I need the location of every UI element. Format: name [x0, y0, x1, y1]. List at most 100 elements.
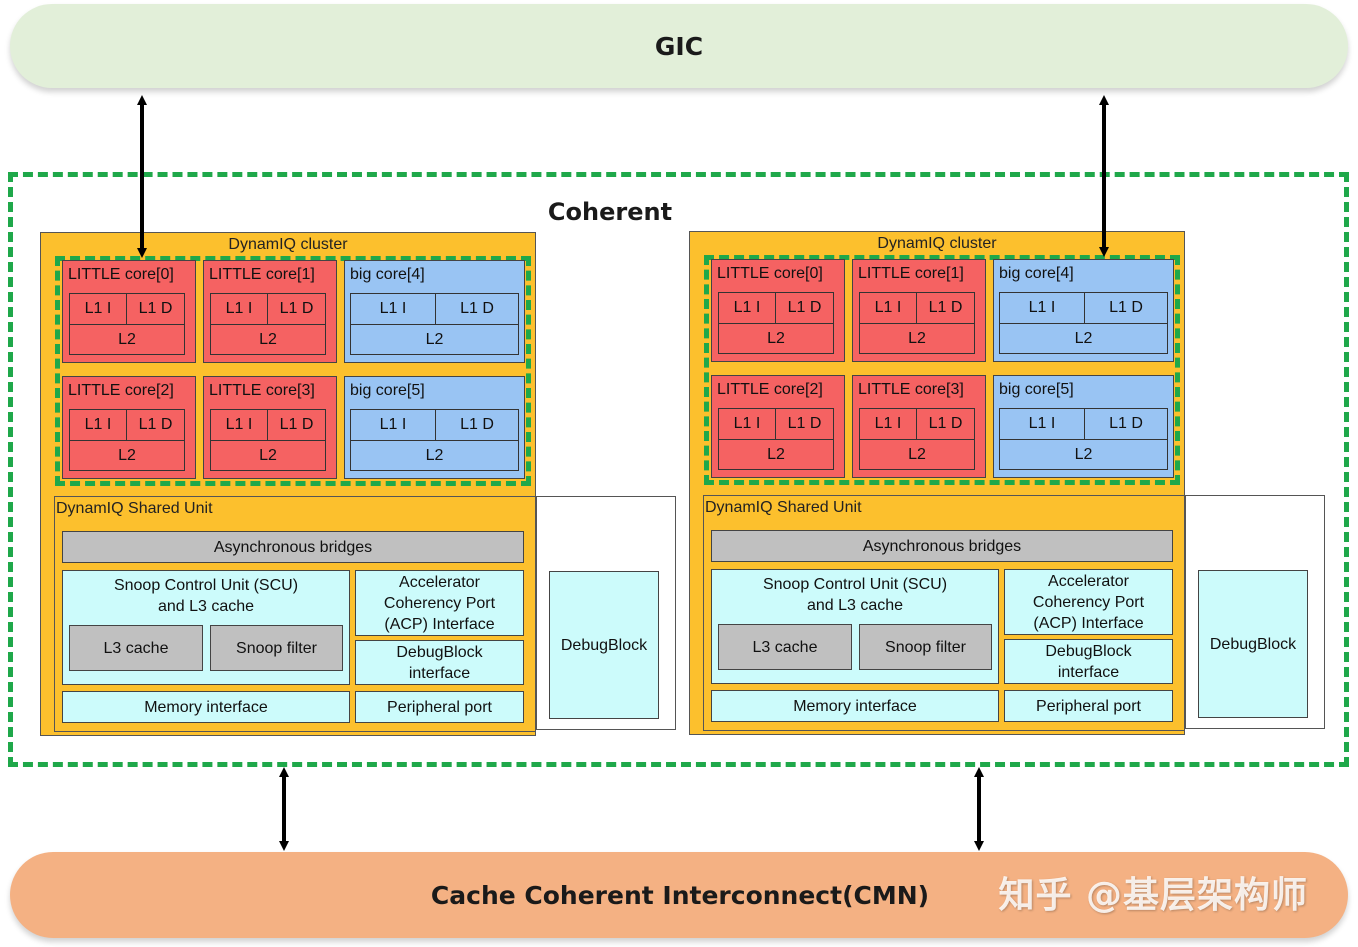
core-big-5: big core[5] L1 I L1 D L2: [993, 375, 1174, 478]
gic-bar: GIC: [10, 4, 1348, 88]
acp-line3: (ACP) Interface: [384, 615, 495, 633]
l1d-cache: L1 D: [775, 408, 834, 440]
l2-cache: L2: [210, 324, 326, 355]
gic-label: GIC: [654, 31, 704, 61]
scu-title-line1: Snoop Control Unit (SCU): [762, 576, 948, 593]
coherent-domain: [8, 172, 1349, 767]
l1i-cache: L1 I: [999, 292, 1085, 324]
core-big-5: big core[5] L1 I L1 D L2: [344, 376, 525, 479]
core-name: LITTLE core[2]: [68, 382, 174, 399]
dynamiq-cluster-0: DynamIQ cluster LITTLE core[0] L1 I L1 D…: [40, 232, 680, 740]
cmn-label: Cache Coherent Interconnect(CMN): [430, 880, 930, 910]
l2-cache: L2: [718, 323, 834, 354]
core-name: LITTLE core[0]: [717, 265, 823, 282]
l3-cache: L3 cache: [718, 624, 852, 670]
core-group: [704, 255, 1180, 485]
debug-block: DebugBlock: [1198, 570, 1308, 718]
debug-block: DebugBlock: [549, 571, 659, 719]
debug-if-line1: DebugBlock: [396, 643, 483, 661]
core-little-3: LITTLE core[3] L1 I L1 D L2: [852, 375, 986, 478]
core-name: big core[4]: [350, 266, 425, 283]
dynamiq-cluster-1: DynamIQ cluster LITTLE core[0] L1 I L1 D…: [689, 231, 1329, 739]
dsu-title: DynamIQ Shared Unit: [56, 500, 213, 517]
l1d-cache: L1 D: [435, 409, 519, 441]
l1i-cache: L1 I: [859, 408, 917, 440]
l1d-cache: L1 D: [1084, 292, 1168, 324]
core-name: LITTLE core[3]: [858, 381, 964, 398]
l1d-cache: L1 D: [916, 408, 975, 440]
core-name: LITTLE core[3]: [209, 382, 315, 399]
l1d-cache: L1 D: [267, 409, 326, 441]
l2-cache: L2: [999, 323, 1168, 354]
core-big-4: big core[4] L1 I L1 D L2: [344, 260, 525, 363]
l1d-cache: L1 D: [126, 409, 185, 441]
cmn-bar: Cache Coherent Interconnect(CMN) 知乎 @基层架…: [10, 852, 1348, 938]
cluster-title: DynamIQ cluster: [228, 236, 348, 253]
l1i-cache: L1 I: [999, 408, 1085, 440]
l2-cache: L2: [859, 323, 975, 354]
core-little-2: LITTLE core[2] L1 I L1 D L2: [711, 375, 845, 478]
core-little-2: LITTLE core[2] L1 I L1 D L2: [62, 376, 196, 479]
acp-interface: Accelerator Coherency Port (ACP) Interfa…: [355, 570, 524, 636]
core-big-4: big core[4] L1 I L1 D L2: [993, 259, 1174, 362]
async-bridges: Asynchronous bridges: [711, 530, 1173, 562]
l1i-cache: L1 I: [350, 293, 436, 325]
l3-cache: L3 cache: [69, 625, 203, 671]
scu-title-line2: and L3 cache: [806, 597, 904, 614]
l2-cache: L2: [210, 440, 326, 471]
l1d-cache: L1 D: [775, 292, 834, 324]
l2-cache: L2: [999, 439, 1168, 470]
acp-line2: Coherency Port: [383, 594, 496, 612]
l1d-cache: L1 D: [1084, 408, 1168, 440]
core-little-0: LITTLE core[0] L1 I L1 D L2: [62, 260, 196, 363]
scu-title: Snoop Control Unit (SCU) and L3 cache: [712, 574, 998, 616]
l1d-cache: L1 D: [126, 293, 185, 325]
l1i-cache: L1 I: [69, 293, 127, 325]
l1i-cache: L1 I: [718, 408, 776, 440]
scu-title-line2: and L3 cache: [157, 598, 255, 615]
core-name: big core[4]: [999, 265, 1074, 282]
debugblock-interface: DebugBlock interface: [355, 640, 524, 685]
l1i-cache: L1 I: [859, 292, 917, 324]
l1i-cache: L1 I: [718, 292, 776, 324]
core-little-1: LITTLE core[1] L1 I L1 D L2: [203, 260, 337, 363]
debugblock-interface: DebugBlock interface: [1004, 639, 1173, 684]
dsu-title: DynamIQ Shared Unit: [705, 499, 862, 516]
l1d-cache: L1 D: [267, 293, 326, 325]
l1i-cache: L1 I: [210, 409, 268, 441]
core-little-0: LITTLE core[0] L1 I L1 D L2: [711, 259, 845, 362]
async-bridges: Asynchronous bridges: [62, 531, 524, 563]
core-little-3: LITTLE core[3] L1 I L1 D L2: [203, 376, 337, 479]
debug-if-line1: DebugBlock: [1045, 642, 1132, 660]
cluster-title: DynamIQ cluster: [877, 235, 997, 252]
core-name: LITTLE core[0]: [68, 266, 174, 283]
dsu-region: [54, 496, 536, 732]
snoop-filter: Snoop filter: [859, 624, 992, 670]
l2-cache: L2: [69, 324, 185, 355]
core-name: LITTLE core[2]: [717, 381, 823, 398]
debug-if-line2: interface: [408, 664, 471, 682]
l1i-cache: L1 I: [350, 409, 436, 441]
memory-interface: Memory interface: [62, 691, 350, 723]
scu-block: Snoop Control Unit (SCU) and L3 cache L3…: [62, 570, 350, 685]
core-name: big core[5]: [999, 381, 1074, 398]
watermark: 知乎 @基层架构师: [998, 875, 1308, 916]
l2-cache: L2: [859, 439, 975, 470]
l2-cache: L2: [69, 440, 185, 471]
l1i-cache: L1 I: [210, 293, 268, 325]
peripheral-port: Peripheral port: [355, 691, 524, 723]
l1d-cache: L1 D: [916, 292, 975, 324]
core-little-1: LITTLE core[1] L1 I L1 D L2: [852, 259, 986, 362]
acp-line3: (ACP) Interface: [1033, 614, 1144, 632]
core-group: [55, 256, 531, 486]
core-name: big core[5]: [350, 382, 425, 399]
l2-cache: L2: [350, 324, 519, 355]
peripheral-port: Peripheral port: [1004, 690, 1173, 722]
debug-if-line2: interface: [1057, 663, 1120, 681]
acp-line2: Coherency Port: [1032, 593, 1145, 611]
l1i-cache: L1 I: [69, 409, 127, 441]
memory-interface: Memory interface: [711, 690, 999, 722]
scu-block: Snoop Control Unit (SCU) and L3 cache L3…: [711, 569, 999, 684]
acp-line1: Accelerator: [399, 573, 480, 591]
core-name: LITTLE core[1]: [858, 265, 964, 282]
